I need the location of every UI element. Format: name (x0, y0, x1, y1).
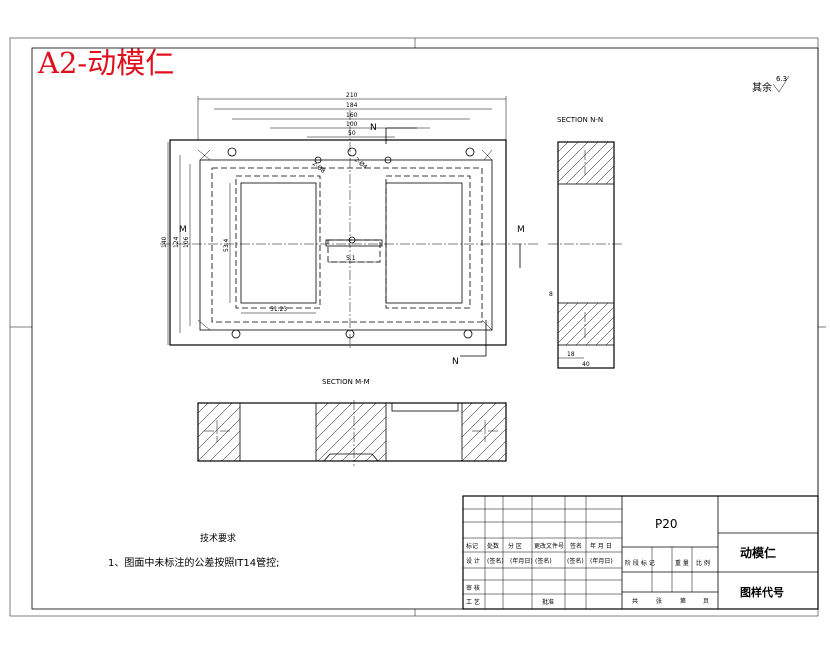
row-label-0: 标记 (466, 542, 478, 550)
row-label-2: 分 区 (508, 542, 522, 550)
title-block: P20 动模仁 图样代号 标记 处数 分 区 更改文件号 签名 年 月 日 设 … (462, 495, 819, 610)
sheet-label-3: 页 (703, 598, 709, 605)
dim-53-4: 53.4 (223, 238, 230, 252)
pocket-dashed-outline (211, 167, 483, 323)
tech-req-item-1: 1、图面中未标注的公差按照IT14管控; (108, 556, 280, 569)
hole (231, 329, 241, 339)
row-value-4: (年月日) (590, 557, 613, 565)
hole (348, 236, 356, 244)
roughness-symbol (772, 75, 790, 93)
roughness-prefix: 其余 (752, 81, 772, 94)
hole (314, 156, 322, 164)
dim-8: 8 (549, 291, 553, 298)
hole-callout-2: 2-Ø4 (353, 156, 369, 171)
dim-5-1: 5.1 (346, 255, 356, 262)
stage-label-1: 重 量 (675, 559, 689, 567)
row-label-3: 更改文件号 (534, 542, 564, 550)
roughness-value: 6.3 (776, 75, 787, 83)
left-label-design: 设 计 (466, 557, 480, 565)
left-label-process: 工 艺 (466, 598, 480, 606)
hole-callout-1: 2-Ø8 (311, 160, 327, 175)
dim-50: 50 (348, 130, 356, 137)
row-value-3: (签名) (567, 557, 584, 565)
section-nn-body (557, 141, 615, 369)
cavity-right-dashed (385, 175, 471, 309)
marker-n-bottom: N (452, 357, 459, 367)
cavity-left (240, 182, 317, 304)
outer-frame (9, 37, 819, 617)
dim-106: 106 (183, 236, 190, 248)
section-mm-view: SECTION M-M (197, 378, 507, 466)
tech-req-heading: 技术要求 (200, 532, 236, 544)
marker-m-left: M (179, 225, 187, 235)
gate-slot (325, 239, 383, 247)
section-mm-detail (323, 453, 379, 462)
section-mm-slot (391, 402, 459, 412)
dim-18: 18 (567, 351, 575, 358)
stage-label-0: 阶 段 标 记 (625, 559, 655, 567)
hole (345, 329, 355, 339)
chamfer (197, 149, 493, 331)
plan-view: 210 184 160 100 50 140 124 106 53.4 51.2… (160, 92, 540, 367)
hole (227, 147, 237, 157)
plate-outline (169, 139, 507, 346)
row-value-2: (签名) (535, 557, 552, 565)
part-number: P20 (655, 517, 678, 531)
dim-160: 160 (346, 112, 358, 119)
row-value-0: (签名) (487, 557, 504, 565)
title-block-frame (462, 495, 819, 610)
part-name: 动模仁 (740, 545, 776, 560)
section-mm-hatching (197, 402, 507, 462)
dim-100: 100 (346, 121, 358, 128)
hole (463, 329, 473, 339)
bolt-holes (227, 147, 475, 339)
sheet-label-0: 共 (632, 597, 638, 605)
cavity-left-dashed (235, 175, 321, 309)
section-nn-hatch-bottom (557, 302, 615, 346)
stage-label-2: 比 例 (696, 559, 710, 567)
hole (347, 147, 357, 157)
hole (465, 147, 475, 157)
sheet-label-1: 张 (656, 597, 662, 605)
drawing-title: A2-动模仁 (37, 46, 174, 80)
row-value-1: (年月日) (510, 557, 533, 565)
section-nn-view: SECTION N-N 40 18 8 (548, 116, 624, 369)
marker-n-top: N (370, 123, 377, 133)
row-label-1: 处数 (487, 542, 499, 550)
row-label-4: 签名 (570, 542, 582, 550)
section-nn-label: SECTION N-N (557, 116, 603, 124)
row-label-5: 年 月 日 (590, 542, 612, 550)
section-nn-hatch-top (557, 141, 615, 185)
drawing-code-label: 图样代号 (740, 585, 784, 599)
inner-frame (31, 47, 819, 610)
section-n-marker-bottom (460, 320, 487, 357)
dim-40: 40 (582, 361, 590, 368)
marker-m-right: M (517, 225, 525, 235)
dim-210: 210 (346, 92, 358, 99)
approve-label: 批准 (542, 598, 554, 606)
dim-184: 184 (346, 102, 358, 109)
section-mm-body (197, 402, 507, 462)
inner-outline (199, 159, 493, 331)
left-label-review: 审 核 (466, 584, 480, 592)
dim-140: 140 (161, 236, 168, 248)
dim-51-23: 51.23 (270, 306, 287, 313)
section-nn-hatching (557, 141, 615, 346)
cavity-right (385, 182, 463, 304)
section-n-marker-top (385, 127, 417, 144)
sheet-label-2: 第 (680, 597, 686, 605)
hole (384, 156, 392, 164)
section-mm-label: SECTION M-M (322, 378, 370, 386)
dim-124: 124 (173, 236, 180, 248)
